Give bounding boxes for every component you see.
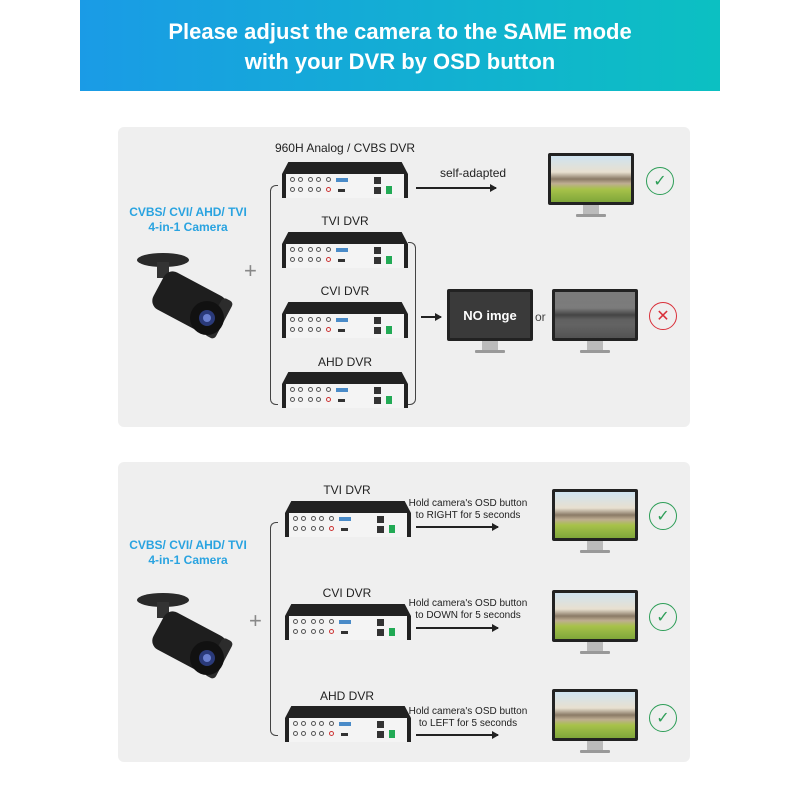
header-line-1: Please adjust the camera to the SAME mod…: [168, 19, 632, 44]
dvr-label-tvi: TVI DVR: [321, 214, 369, 228]
monitor-good-image: [552, 590, 638, 656]
note-line-2: to DOWN for 5 seconds: [415, 610, 521, 621]
dvr-ahd-icon: [285, 706, 411, 742]
check-icon: ✓: [646, 167, 674, 195]
monitor-no-image: NO imge: [447, 289, 533, 355]
arrow-right-icon: [416, 731, 499, 738]
bullet-camera-icon: [135, 590, 235, 690]
no-image-text: NO imge: [450, 292, 530, 338]
dvr-label-cvi: CVI DVR: [320, 284, 370, 298]
plus-sign: +: [244, 258, 257, 283]
arrow-right-icon: [416, 184, 497, 191]
camera-label: CVBS/ CVI/ AHD/ TVI 4-in-1 Camera: [118, 538, 258, 568]
right-bracket: [408, 242, 416, 405]
dvr-label-tvi: TVI DVR: [323, 483, 371, 497]
left-bracket: [270, 185, 278, 405]
header-banner: Please adjust the camera to the SAME mod…: [80, 0, 720, 91]
monitor-good-image: [552, 489, 638, 555]
monitor-good-image: [552, 689, 638, 755]
note-line-2: to RIGHT for 5 seconds: [415, 510, 521, 521]
camera-label: CVBS/ CVI/ AHD/ TVI 4-in-1 Camera: [118, 205, 258, 235]
monitor-bw-image: [552, 289, 638, 355]
header-line-2: with your DVR by OSD button: [244, 49, 556, 74]
arrow-right-icon: [416, 624, 499, 631]
plus-sign: +: [249, 608, 262, 633]
camera-svg: [137, 593, 233, 679]
dvr-label-ahd: AHD DVR: [319, 689, 374, 703]
check-icon: ✓: [649, 603, 677, 631]
check-icon: ✓: [649, 502, 677, 530]
dvr-tvi-icon: [285, 501, 411, 537]
camera-label-line-1: CVBS/ CVI/ AHD/ TVI: [129, 538, 247, 552]
arrow-right-icon: [416, 523, 499, 530]
dvr-label-cvi: CVI DVR: [322, 586, 372, 600]
left-bracket: [270, 522, 278, 736]
camera-label-line-1: CVBS/ CVI/ AHD/ TVI: [129, 205, 247, 219]
dvr-cvi-icon: [285, 604, 411, 640]
note-line-1: Hold camera's OSD button: [408, 706, 528, 717]
dvr-label-ahd: AHD DVR: [317, 355, 372, 369]
dvr-cvbs-icon: [282, 162, 408, 198]
bullet-camera-icon: [135, 250, 235, 350]
monitor-good-image: [548, 153, 634, 219]
dvr-ahd-icon: [282, 372, 408, 408]
or-label: or: [535, 310, 546, 324]
self-adapted-label: self-adapted: [440, 166, 507, 180]
camera-label-line-2: 4-in-1 Camera: [148, 220, 228, 234]
note-line-2: to LEFT for 5 seconds: [418, 718, 518, 729]
camera-label-line-2: 4-in-1 Camera: [148, 553, 228, 567]
dvr-label-cvbs: 960H Analog / CVBS DVR: [274, 141, 416, 155]
dvr-cvi-icon: [282, 302, 408, 338]
note-line-1: Hold camera's OSD button: [408, 498, 528, 509]
dvr-tvi-icon: [282, 232, 408, 268]
check-icon: ✓: [649, 704, 677, 732]
arrow-right-icon: [421, 313, 442, 320]
note-line-1: Hold camera's OSD button: [408, 598, 528, 609]
camera-svg: [137, 253, 233, 339]
cross-icon: ✕: [649, 302, 677, 330]
